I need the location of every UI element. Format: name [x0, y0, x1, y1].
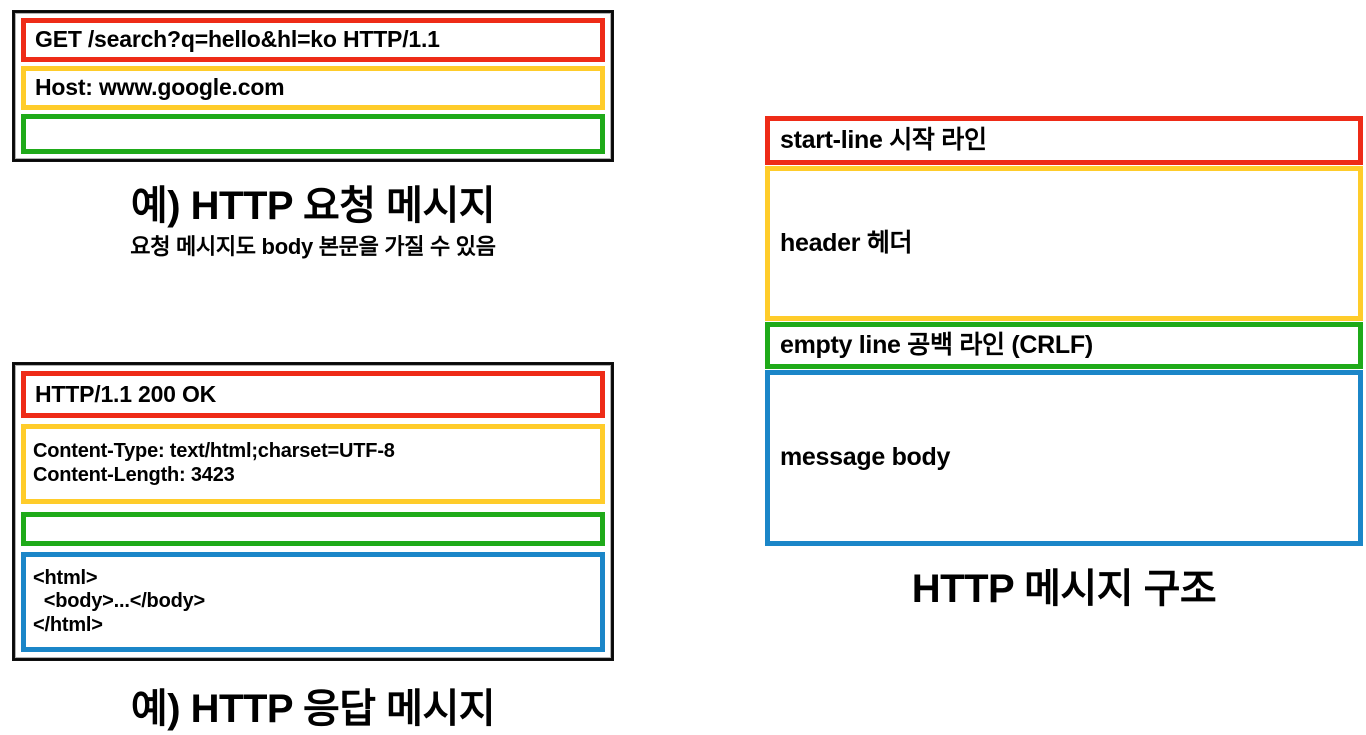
- structure-empty-line-box[interactable]: empty line 공백 라인 (CRLF): [765, 322, 1363, 369]
- response-empty-line-box[interactable]: [21, 512, 605, 546]
- response-body-line-3: </html>: [33, 613, 103, 636]
- response-caption: 예) HTTP 응답 메시지: [130, 687, 496, 731]
- structure-caption: HTTP 메시지 구조: [911, 567, 1217, 611]
- request-header-box[interactable]: Host: www.google.com: [21, 66, 605, 110]
- structure-header-box[interactable]: header 헤더: [765, 166, 1363, 321]
- response-start-line-text: HTTP/1.1 200 OK: [35, 380, 217, 407]
- request-start-line-box[interactable]: GET /search?q=hello&hl=ko HTTP/1.1: [21, 18, 605, 62]
- response-header-box[interactable]: Content-Type: text/html;charset=UTF-8 Co…: [21, 424, 605, 504]
- request-caption: 예) HTTP 요청 메시지: [130, 184, 496, 228]
- response-header-line-2: Content-Length: 3423: [33, 464, 235, 486]
- request-empty-line-box[interactable]: [21, 114, 605, 154]
- structure-header-text: header 헤더: [780, 228, 913, 257]
- response-body-line-1: <html>: [33, 566, 98, 589]
- response-start-line-box[interactable]: HTTP/1.1 200 OK: [21, 371, 605, 418]
- structure-start-line-text: start-line 시작 라인: [780, 125, 987, 154]
- response-body-line-2: <body>...</body>: [33, 590, 206, 613]
- structure-empty-line-text: empty line 공백 라인 (CRLF): [780, 330, 1093, 359]
- request-subcaption: 요청 메시지도 body 본문을 가질 수 있음: [130, 234, 496, 259]
- request-start-line-text: GET /search?q=hello&hl=ko HTTP/1.1: [35, 26, 440, 53]
- structure-start-line-box[interactable]: start-line 시작 라인: [765, 116, 1363, 165]
- structure-message-body-box[interactable]: message body: [765, 370, 1363, 546]
- response-body-box[interactable]: <html> <body>...</body> </html>: [21, 552, 605, 652]
- structure-message-body-text: message body: [780, 443, 951, 472]
- response-header-line-1: Content-Type: text/html;charset=UTF-8: [33, 440, 395, 463]
- request-header-text: Host: www.google.com: [35, 74, 285, 101]
